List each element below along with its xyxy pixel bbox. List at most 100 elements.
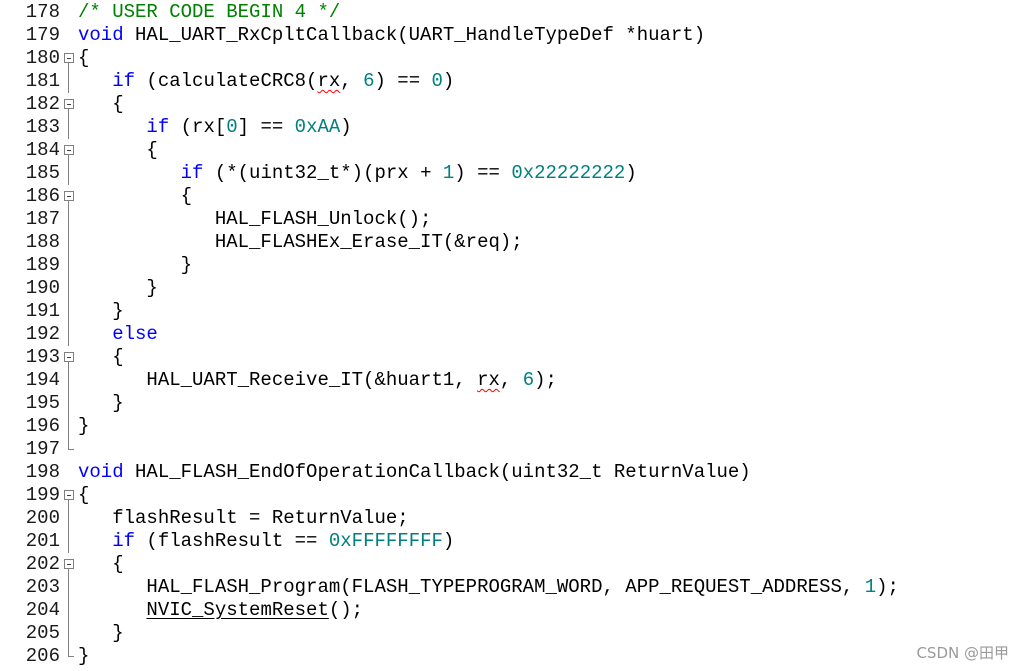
line-number: 191 [25, 300, 60, 322]
code-token: { [78, 346, 124, 368]
code-token: flashResult = ReturnValue; [78, 507, 409, 529]
code-token: ); [876, 576, 899, 598]
fold-collapse-icon[interactable] [64, 553, 75, 576]
fold-guide-line [64, 530, 75, 553]
code-line[interactable]: else [78, 323, 158, 346]
code-line[interactable]: HAL_FLASH_Unlock(); [78, 208, 432, 231]
code-token [78, 116, 146, 138]
number-token: 6 [522, 369, 535, 391]
code-line[interactable]: flashResult = ReturnValue; [78, 507, 409, 530]
code-token: { [78, 139, 158, 161]
code-line[interactable]: } [78, 277, 158, 300]
code-line[interactable]: { [78, 185, 192, 208]
code-line[interactable]: if (calculateCRC8(rx, 6) == 0) [78, 70, 454, 93]
code-token [78, 530, 112, 552]
line-number: 190 [25, 277, 60, 299]
code-line[interactable]: void HAL_UART_RxCpltCallback(UART_Handle… [78, 24, 705, 47]
code-area[interactable]: /* USER CODE BEGIN 4 */void HAL_UART_RxC… [78, 0, 1013, 671]
number-token: 0x22222222 [511, 162, 626, 184]
code-token: } [78, 300, 124, 322]
keyword-token: if [112, 530, 136, 552]
number-token: 0xAA [294, 116, 341, 138]
code-token: ) [625, 162, 637, 184]
code-line[interactable]: { [78, 346, 124, 369]
line-number: 181 [25, 70, 60, 92]
code-token: } [78, 277, 158, 299]
code-token: , [499, 369, 523, 391]
code-line[interactable]: } [78, 415, 89, 438]
code-token: ); [534, 369, 557, 391]
line-number: 200 [25, 507, 60, 529]
code-line[interactable]: { [78, 484, 89, 507]
code-line[interactable]: if (rx[0] == 0xAA) [78, 116, 352, 139]
line-number: 195 [25, 392, 60, 414]
code-line[interactable]: HAL_UART_Receive_IT(&huart1, rx, 6); [78, 369, 557, 392]
code-line[interactable]: { [78, 139, 158, 162]
line-number: 203 [25, 576, 60, 598]
code-line[interactable]: { [78, 553, 123, 576]
fold-guide-line [64, 323, 75, 346]
code-token: ) [340, 116, 352, 138]
fold-guide-line [64, 116, 75, 139]
code-line[interactable]: void HAL_FLASH_EndOfOperationCallback(ui… [78, 461, 751, 484]
code-token: rx [477, 369, 500, 391]
code-token: ) [442, 530, 455, 552]
fold-guide-line [64, 369, 75, 392]
code-line[interactable]: } [78, 622, 123, 645]
line-number: 186 [25, 185, 60, 207]
code-line[interactable]: } [78, 392, 124, 415]
code-token: ] == [237, 116, 295, 138]
code-token: ) == [374, 70, 432, 92]
fold-guide-line [64, 277, 75, 300]
fold-guide-line [64, 622, 75, 645]
fold-guide-line [64, 507, 75, 530]
code-line[interactable]: } [78, 254, 192, 277]
number-token: 0 [431, 70, 443, 92]
fold-collapse-icon[interactable] [64, 139, 75, 162]
code-token: } [78, 392, 124, 414]
fold-guide-line [64, 392, 75, 415]
fold-collapse-icon[interactable] [64, 346, 75, 369]
code-token: } [78, 415, 90, 437]
line-number: 193 [25, 346, 60, 368]
code-token: } [78, 645, 90, 667]
code-token: (rx[ [169, 116, 227, 138]
code-token: ) [442, 70, 455, 92]
code-line[interactable]: { [78, 47, 89, 70]
code-line[interactable]: } [78, 645, 89, 668]
line-number: 187 [25, 208, 60, 230]
fold-collapse-icon[interactable] [64, 185, 75, 208]
keyword-token: if [146, 116, 170, 138]
code-line[interactable]: NVIC_SystemReset(); [78, 599, 363, 622]
code-token: { [78, 47, 90, 69]
fold-collapse-icon[interactable] [64, 484, 75, 507]
code-token: } [78, 254, 193, 276]
code-token [78, 162, 181, 184]
code-line[interactable]: HAL_FLASH_Program(FLASH_TYPEPROGRAM_WORD… [78, 576, 899, 599]
code-line[interactable]: /* USER CODE BEGIN 4 */ [78, 1, 340, 24]
code-line[interactable]: { [78, 93, 123, 116]
keyword-token: if [112, 70, 136, 92]
fold-guide-line [64, 254, 75, 277]
code-line[interactable]: HAL_FLASHEx_Erase_IT(&req); [78, 231, 523, 254]
fold-guide-line [64, 162, 75, 185]
line-number: 201 [25, 530, 60, 552]
code-token: rx [317, 70, 341, 92]
code-token: HAL_FLASH_EndOfOperationCallback(uint32_… [123, 461, 751, 483]
code-line[interactable]: if (*(uint32_t*)(prx + 1) == 0x22222222) [78, 162, 637, 185]
fold-collapse-icon[interactable] [64, 93, 75, 116]
code-line[interactable]: if (flashResult == 0xFFFFFFFF) [78, 530, 454, 553]
line-number: 205 [25, 622, 60, 644]
code-token: { [78, 484, 90, 506]
fold-collapse-icon[interactable] [64, 47, 75, 70]
number-token: 6 [363, 70, 375, 92]
code-line[interactable]: } [78, 300, 124, 323]
line-number: 199 [25, 484, 60, 506]
line-number: 206 [25, 645, 60, 667]
fold-guide-line [64, 231, 75, 254]
code-token: { [78, 185, 193, 207]
comment-token: /* USER CODE BEGIN 4 */ [78, 1, 341, 23]
fold-end-marker [64, 438, 75, 461]
fold-guide-line [64, 208, 75, 231]
